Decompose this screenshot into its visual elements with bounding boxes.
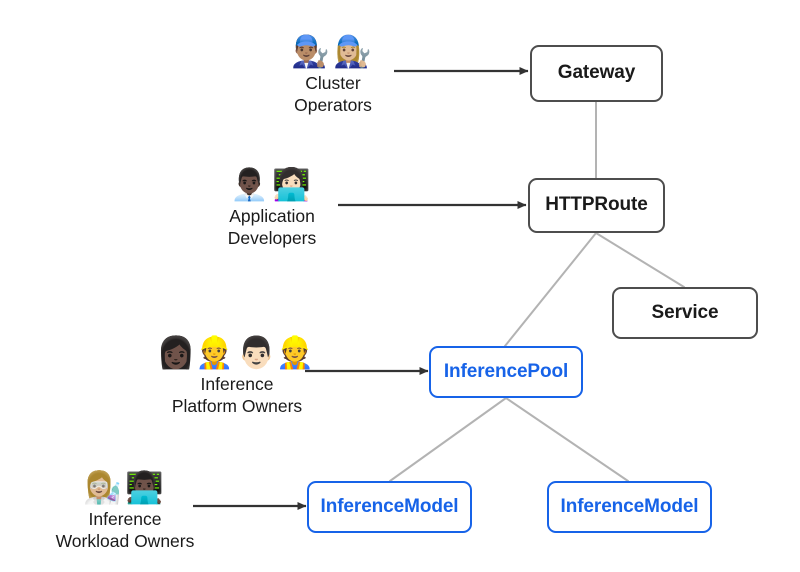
woman-construction-worker-icon: 👩🏿‍👷👨🏻‍👷 (156, 335, 318, 371)
man-mechanic-icon: 👨🏽‍🔧👩🏼‍🔧 (291, 34, 375, 70)
edge-inferencepool-model-right (505, 397, 629, 482)
edge-inferencepool-model-left (389, 397, 507, 482)
node-inferencemodel_right[interactable]: InferenceModel (547, 481, 712, 533)
node-label-service: Service (651, 301, 719, 323)
persona-label-application-developers: Application Developers (227, 206, 317, 249)
edge-httproute-inferencepool (504, 232, 597, 347)
persona-inference-platform-owners: 👩🏿‍👷👨🏻‍👷Inference Platform Owners (132, 334, 342, 418)
woman-scientist-icon: 👩🏼‍🔬👨🏿‍💻 (83, 470, 167, 506)
node-label-inferencepool: InferencePool (443, 360, 569, 382)
persona-label-cluster-operators: Cluster Operators (294, 73, 372, 116)
persona-application-developers: 👨🏿‍💼👩🏻‍💻Application Developers (167, 166, 377, 250)
node-label-inferencemodel_left: InferenceModel (320, 495, 459, 517)
persona-cluster-operators: 👨🏽‍🔧👩🏼‍🔧Cluster Operators (228, 33, 438, 117)
node-gateway[interactable]: Gateway (530, 45, 663, 102)
persona-label-inference-platform-owners: Inference Platform Owners (171, 374, 303, 417)
node-service[interactable]: Service (612, 287, 758, 339)
persona-label-inference-workload-owners: Inference Workload Owners (55, 509, 195, 552)
node-inferencepool[interactable]: InferencePool (429, 346, 583, 398)
node-inferencemodel_left[interactable]: InferenceModel (307, 481, 472, 533)
node-label-inferencemodel_right: InferenceModel (560, 495, 699, 517)
node-httproute[interactable]: HTTPRoute (528, 178, 665, 233)
persona-inference-workload-owners: 👩🏼‍🔬👨🏿‍💻Inference Workload Owners (20, 469, 230, 553)
node-label-httproute: HTTPRoute (545, 194, 648, 216)
edge-httproute-service (595, 232, 685, 288)
node-label-gateway: Gateway (557, 62, 636, 84)
persona-arrows (193, 67, 529, 510)
man-office-worker-icon: 👨🏿‍💼👩🏻‍💻 (230, 167, 314, 203)
